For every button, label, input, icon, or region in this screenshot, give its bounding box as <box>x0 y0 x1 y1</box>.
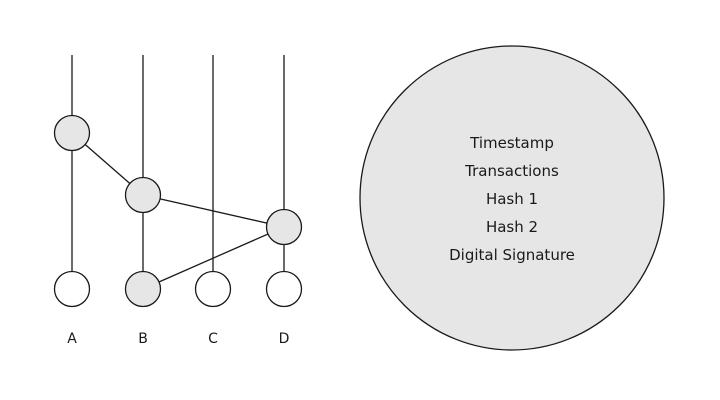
event-node-d-middle <box>265 208 303 246</box>
event-node-a-bottom <box>53 270 91 308</box>
event-node-b-middle <box>124 176 162 214</box>
edge-b-bottom-to-d <box>142 226 285 290</box>
column-label-c: C <box>208 331 218 347</box>
column-label-d: D <box>279 331 290 347</box>
event-node-a-upper <box>53 114 91 152</box>
event-field-digital-signature: Digital Signature <box>449 246 575 264</box>
column-label-b: B <box>138 331 148 347</box>
event-field-timestamp: Timestamp <box>469 134 554 152</box>
event-field-hash-1: Hash 1 <box>486 190 538 208</box>
event-node-d-bottom <box>265 270 303 308</box>
member-lines <box>71 55 285 272</box>
gossip-edges <box>71 132 285 290</box>
event-node-c-bottom <box>194 270 232 308</box>
edge-b-to-d <box>142 194 285 228</box>
event-field-hash-2: Hash 2 <box>486 218 538 236</box>
event-detail: Timestamp Transactions Hash 1 Hash 2 Dig… <box>359 45 665 351</box>
event-node-b-bottom <box>124 270 162 308</box>
column-labels: A B C D <box>67 331 289 347</box>
event-field-transactions: Transactions <box>464 162 559 180</box>
event-nodes <box>53 114 303 308</box>
column-label-a: A <box>67 331 77 347</box>
event-detail-circle <box>359 45 665 351</box>
